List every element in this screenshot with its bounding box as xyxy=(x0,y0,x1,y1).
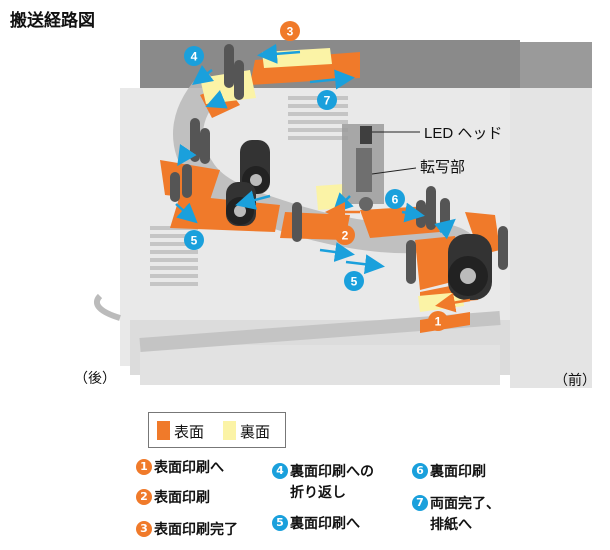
step-marker-1: 1 xyxy=(428,311,448,331)
svg-text:1: 1 xyxy=(435,315,442,329)
step-item-3: 3 表面印刷完了 xyxy=(136,520,238,541)
step-marker-5a: 5 xyxy=(184,230,204,250)
step-marker-2: 2 xyxy=(335,225,355,245)
step-text-3: 表面印刷完了 xyxy=(154,522,238,538)
label-rear: （後） xyxy=(74,371,116,387)
step-item-7: 7 両面完了、 排紙へ xyxy=(412,494,500,536)
step-marker-6: 6 xyxy=(385,189,405,209)
svg-text:5: 5 xyxy=(191,234,198,248)
printer-body xyxy=(120,40,592,388)
drum-fuser xyxy=(448,234,492,300)
step-item-1: 1 表面印刷へ xyxy=(136,458,224,479)
power-cable xyxy=(93,293,121,321)
label-led-head: LED ヘッド xyxy=(424,125,502,142)
step-text-7-line1: 両面完了、 xyxy=(430,496,500,512)
legend: 表面 裏面 xyxy=(148,412,286,448)
step-marker-7: 7 xyxy=(317,90,337,110)
svg-text:5: 5 xyxy=(351,275,358,289)
step-text-7-line2: 排紙へ xyxy=(430,517,472,533)
step-marker-4: 4 xyxy=(184,46,204,66)
label-transfer: 転写部 xyxy=(420,159,465,176)
step-num-4: 4 xyxy=(272,463,288,479)
step-marker-3: 3 xyxy=(280,21,300,41)
step-num-6: 6 xyxy=(412,463,428,479)
paper-path-diagram: 1 2 3 4 5 5 6 7 LED ヘッド 転写部 xyxy=(93,21,592,388)
step-num-7: 7 xyxy=(412,495,428,511)
transfer-leader xyxy=(371,167,417,175)
svg-text:3: 3 xyxy=(287,25,294,39)
step-num-5: 5 xyxy=(272,515,288,531)
step-item-4: 4 裏面印刷への 折り返し xyxy=(272,462,374,504)
step-num-1: 1 xyxy=(136,459,152,475)
rollers xyxy=(170,44,508,284)
page-title: 搬送経路図 xyxy=(10,11,95,31)
legend-back-label: 裏面 xyxy=(240,423,271,441)
step-text-1: 表面印刷へ xyxy=(154,460,224,476)
label-front: （前） xyxy=(554,373,596,389)
led-head-unit xyxy=(342,124,384,211)
step-text-4-line2: 折り返し xyxy=(290,485,346,501)
step-text-5: 裏面印刷へ xyxy=(290,516,360,532)
legend-front-swatch xyxy=(157,421,170,440)
step-item-5: 5 裏面印刷へ xyxy=(272,514,360,535)
flow-arrows xyxy=(175,43,456,275)
svg-text:4: 4 xyxy=(191,50,198,64)
step-item-2: 2 表面印刷 xyxy=(136,488,210,509)
step-text-4-line1: 裏面印刷への xyxy=(290,464,374,480)
step-marker-5b: 5 xyxy=(344,271,364,291)
step-num-3: 3 xyxy=(136,521,152,537)
legend-back-swatch xyxy=(223,421,236,440)
step-num-2: 2 xyxy=(136,489,152,505)
step-text-2: 表面印刷 xyxy=(154,490,210,506)
drum-upper xyxy=(240,140,270,194)
legend-front-label: 表面 xyxy=(174,423,205,441)
svg-text:6: 6 xyxy=(392,193,399,207)
svg-text:7: 7 xyxy=(324,94,331,108)
step-text-6: 裏面印刷 xyxy=(430,464,486,480)
svg-text:2: 2 xyxy=(342,229,349,243)
step-item-6: 6 裏面印刷 xyxy=(412,462,486,483)
orange-arrows xyxy=(325,202,471,313)
